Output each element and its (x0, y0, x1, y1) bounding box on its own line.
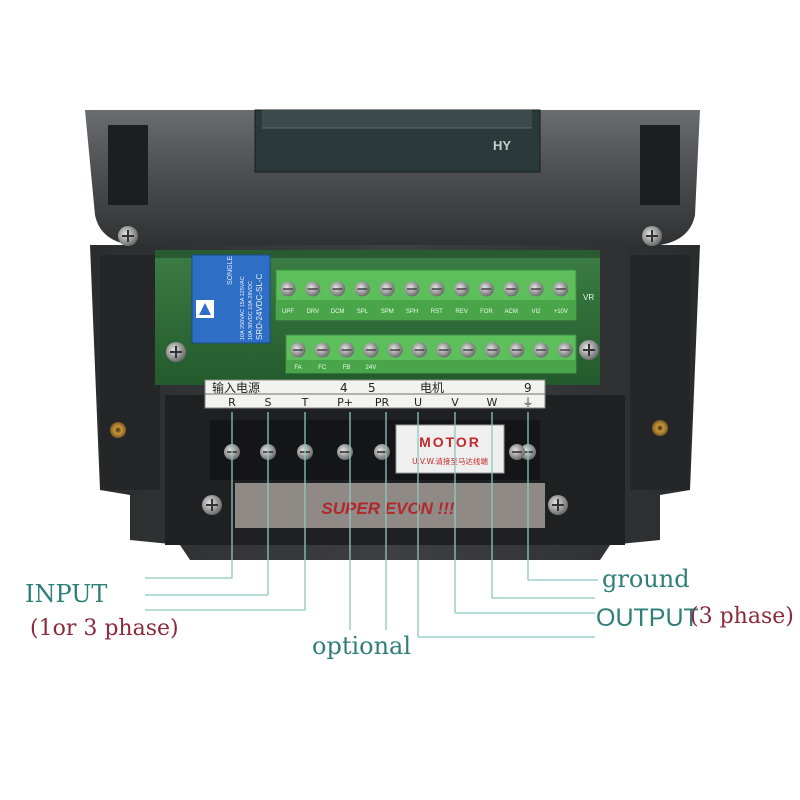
power-terminal-label: PR (375, 396, 390, 409)
lower-terminal-screw (314, 342, 330, 358)
power-terminal-label: U (414, 396, 422, 409)
power-terminal-screw (374, 444, 390, 460)
upper-terminal-screw (503, 281, 519, 297)
dc-label-4: 4 (340, 381, 348, 395)
power-terminal-label: S (265, 396, 272, 409)
upper-terminal-label: REV (455, 309, 467, 315)
upper-terminal-screw (280, 281, 296, 297)
input-phase-label: (1or 3 phase) (30, 616, 179, 641)
power-terminal-screw (337, 444, 353, 460)
upper-terminal-screw (454, 281, 470, 297)
brass-insert-right (652, 420, 668, 436)
upper-terminal-screw (528, 281, 544, 297)
upper-terminal-screw (354, 281, 370, 297)
input-label: INPUT (25, 580, 108, 608)
ground-number: 9 (524, 381, 532, 395)
power-terminal-label: T (301, 396, 309, 409)
upper-terminal-screw (330, 281, 346, 297)
optional-label: optional (312, 632, 412, 660)
upper-terminal-screw (379, 281, 395, 297)
relay-model-text: SRD-24VDC-SL-C (255, 274, 264, 340)
upper-terminal-screw (429, 281, 445, 297)
screw-bottom-right (548, 495, 568, 515)
upper-terminal-label: RST (431, 309, 443, 315)
ground-label: ground (602, 565, 690, 593)
power-terminal-label: P+ (337, 396, 353, 409)
lower-terminal-screw (460, 342, 476, 358)
upper-terminal-label: SPL (357, 309, 369, 315)
relay-rating-2: 10A 30VDC 10A 28VDC (248, 281, 254, 340)
lower-terminal-screw (363, 342, 379, 358)
upper-terminal-screw (553, 281, 569, 297)
output-label: OUTPUT (596, 604, 699, 632)
lower-terminal-label: FA (294, 365, 301, 371)
lower-terminal-screw (412, 342, 427, 358)
lower-terminal-screw (339, 342, 355, 358)
lower-terminal-label: FB (343, 365, 351, 371)
upper-terminal-screw (404, 281, 420, 297)
upper-terminal-label: ACM (505, 309, 518, 315)
power-terminal-label: R (228, 396, 236, 409)
upper-terminal-label: +10V (554, 309, 568, 315)
power-terminal-label: W (487, 396, 498, 409)
upper-terminal-label: VI2 (531, 309, 541, 315)
screw-bottom-left (202, 495, 222, 515)
lower-terminal-screw (290, 342, 306, 358)
relay (191, 254, 271, 344)
power-terminal-label: V (451, 396, 459, 409)
power-terminal-label: ⏚ (523, 396, 534, 409)
motor-plate-title: MOTOR (419, 434, 481, 450)
power-label-cn: 输入电源 (212, 380, 260, 395)
lower-terminal-block: FA FC FB 24V (285, 334, 577, 374)
motor-label-cn: 电机 (420, 381, 444, 395)
lower-terminal-screw (387, 342, 403, 358)
upper-terminal-label: UPF (282, 309, 294, 315)
screw-top-left (118, 226, 138, 246)
upper-terminal-label: DRV (307, 309, 320, 315)
lower-terminal-screw (533, 342, 549, 358)
branding-strip (235, 483, 545, 528)
motor-plate (395, 424, 505, 474)
lower-terminal-screw (436, 342, 452, 358)
lower-terminal-screw (484, 342, 500, 358)
lower-terminal-screw (509, 342, 525, 358)
screw-pcb-right (579, 340, 599, 360)
relay-brand-text: SONGLE (227, 255, 234, 285)
upper-terminal-block: UPF DRV DCM SPL SPM SPH RST REV FOR ACM VI2 +10V (275, 269, 577, 321)
output-phase-label: (3 phase) (690, 604, 794, 629)
upper-terminal-screw (478, 281, 494, 297)
lower-terminal-label: FC (318, 365, 327, 371)
upper-terminal-label: DCM (331, 309, 345, 315)
power-label-plate (204, 379, 546, 409)
terminal-vr-label: VR (583, 293, 594, 302)
lower-terminal-screw (557, 342, 573, 358)
upper-terminal-label: FOR (480, 309, 493, 315)
brand-label: HY (493, 138, 511, 153)
relay-rating-1: 10A 250VAC 15A 125VAC (240, 276, 246, 340)
brass-insert-left (110, 422, 126, 438)
branding-strip-text: SUPER EVON !!! (321, 499, 455, 518)
screw-pcb-left (166, 342, 186, 362)
upper-terminal-label: SPM (381, 309, 394, 315)
motor-plate-subtitle: U.V.W.请接至马达线端 (412, 456, 488, 466)
top-cover (85, 109, 700, 245)
screw-top-right (642, 226, 662, 246)
leader-lines (145, 412, 598, 638)
lower-terminal-label: 24V (366, 365, 377, 371)
power-terminal-labels: R S T P+ PR U V W ⏚ (228, 396, 533, 409)
dc-label-5: 5 (368, 381, 376, 395)
upper-terminal-screw (305, 281, 321, 297)
power-terminal-screw (509, 444, 525, 460)
upper-terminal-label: SPH (406, 309, 418, 315)
